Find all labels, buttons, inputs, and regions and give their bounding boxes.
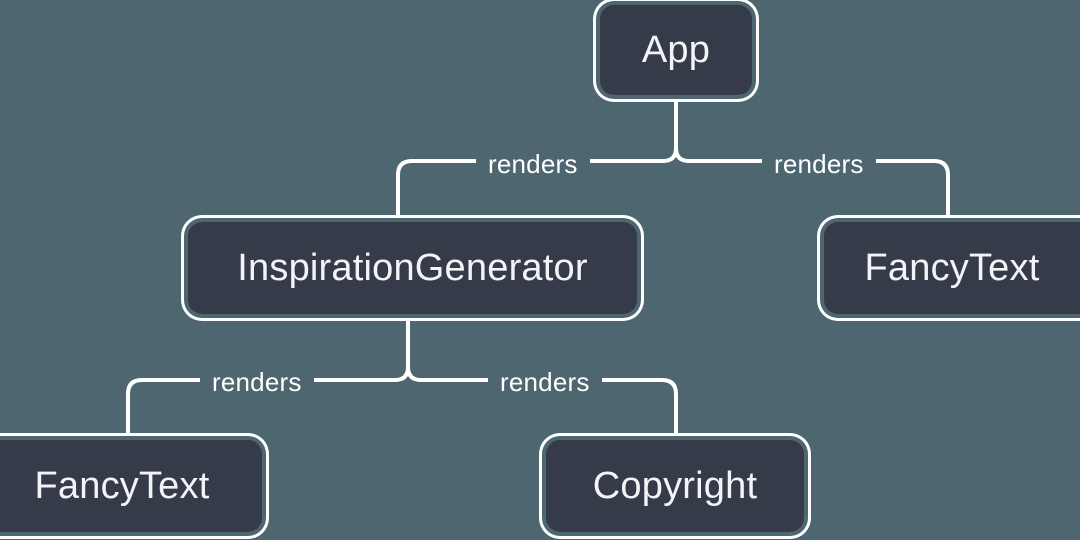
node-copyright[interactable]: Copyright <box>546 440 804 532</box>
edge-label-inspirationgenerator-renders-fancytext: renders <box>200 366 314 398</box>
edge-inspiration-stem <box>406 314 422 382</box>
edge-inspiration-stem-left <box>394 366 410 382</box>
edge-label-app-renders-fancytext: renders <box>762 148 876 180</box>
node-fancytext-left-label: FancyText <box>34 465 210 507</box>
node-app[interactable]: App <box>600 5 752 95</box>
edge-label-inspirationgenerator-renders-copyright: renders <box>488 366 602 398</box>
node-copyright-label: Copyright <box>592 465 758 507</box>
node-fancytext-left[interactable]: FancyText <box>0 440 262 532</box>
edge-label-app-renders-inspirationgenerator: renders <box>476 148 590 180</box>
edge-app-stem <box>674 95 690 163</box>
node-fancytext-right[interactable]: FancyText <box>824 222 1080 314</box>
node-inspirationgenerator[interactable]: InspirationGenerator <box>188 222 637 314</box>
node-fancytext-right-label: FancyText <box>864 247 1040 289</box>
node-inspirationgenerator-label: InspirationGenerator <box>237 247 588 289</box>
edge-app-stem-left <box>662 147 678 163</box>
node-app-label: App <box>641 29 711 71</box>
